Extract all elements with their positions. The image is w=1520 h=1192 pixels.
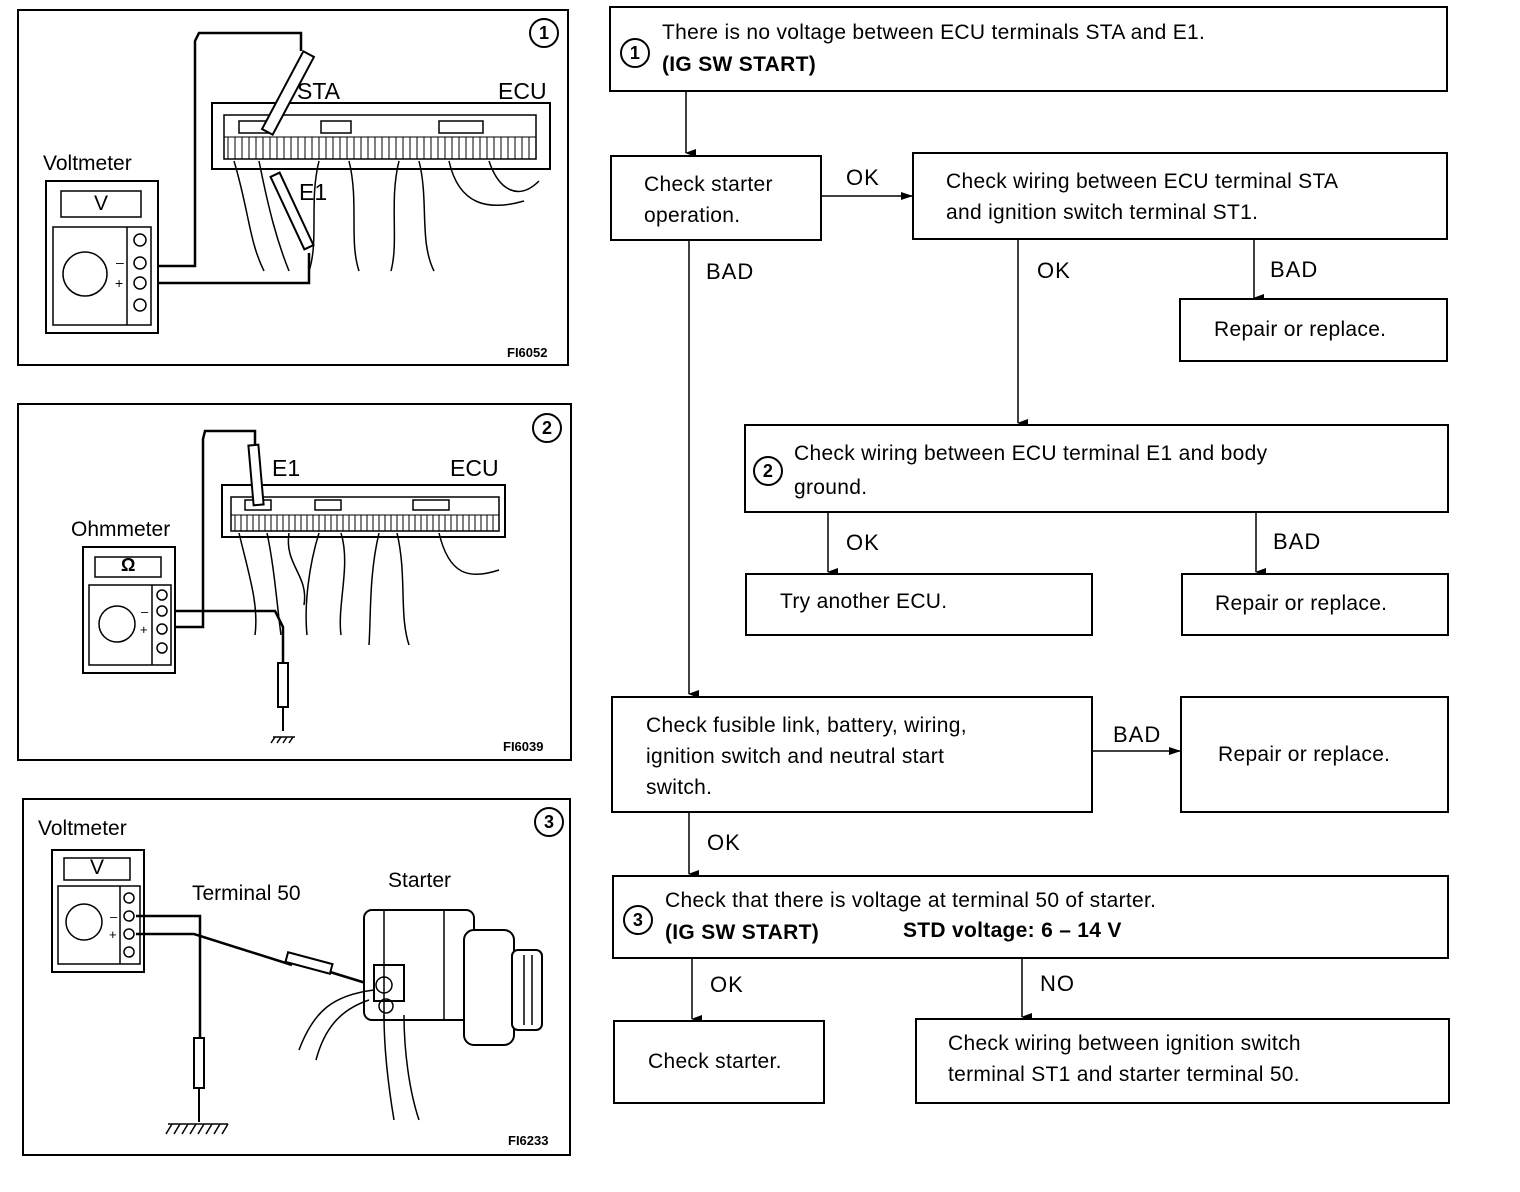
- figure-3-terminal-label: Terminal 50: [192, 882, 301, 905]
- step2-box: 2 Check wiring between ECU terminal E1 a…: [744, 424, 1449, 513]
- label-bad-wiring-sta: BAD: [1270, 257, 1319, 282]
- check-fusible-link-text: Check fusible link, battery, wiring, ign…: [646, 714, 967, 799]
- figure-1-meter-symbol: V: [94, 192, 109, 215]
- figure-1-illustration: – +: [45, 31, 551, 334]
- step1-text: There is no voltage between ECU terminal…: [662, 21, 1206, 44]
- figure-1-panel: – + 1 Voltmeter V STA E1 ECU FI6052: [17, 9, 569, 366]
- figure-3-panel: – +: [22, 798, 571, 1156]
- label-ok-fusible: OK: [707, 830, 741, 855]
- svg-text:+: +: [140, 622, 148, 637]
- step3-condition: (IG SW START): [665, 921, 819, 944]
- label-no-step3: NO: [1040, 971, 1075, 996]
- figure-3-meter-label: Voltmeter: [38, 817, 127, 840]
- figure-1-ecu-label: ECU: [498, 78, 547, 104]
- label-bad-fusible: BAD: [1113, 722, 1162, 747]
- check-starter-box: Check starter.: [613, 1020, 825, 1104]
- figure-3-number: 3: [534, 807, 564, 837]
- svg-text:–: –: [110, 909, 118, 924]
- figure-3-starter-label: Starter: [388, 869, 452, 892]
- check-wiring-sta-text: Check wiring between ECU terminal STA an…: [946, 170, 1339, 224]
- step3-text: Check that there is voltage at terminal …: [665, 889, 1157, 912]
- figure-3-code: FI6233: [508, 1133, 549, 1148]
- figure-2-illustration: – +: [82, 429, 506, 744]
- try-another-ecu-box: Try another ECU.: [745, 573, 1093, 636]
- step1-condition: (IG SW START): [662, 53, 816, 76]
- step1-box: 1 There is no voltage between ECU termin…: [609, 6, 1448, 92]
- check-starter-operation-box: Check starter operation.: [610, 155, 822, 241]
- svg-text:–: –: [141, 604, 149, 619]
- figure-1-meter-label: Voltmeter: [43, 152, 132, 175]
- check-wiring-sta-box: Check wiring between ECU terminal STA an…: [912, 152, 1448, 240]
- check-starter-operation-text: Check starter operation.: [644, 173, 773, 227]
- step2-text: Check wiring between ECU terminal E1 and…: [794, 442, 1268, 499]
- label-ok-step3: OK: [710, 972, 744, 997]
- figure-1-number: 1: [529, 18, 559, 48]
- figure-2-meter-symbol: Ω: [121, 555, 136, 575]
- figure-3-meter-symbol: V: [90, 856, 105, 879]
- repair-text-2: Repair or replace.: [1215, 592, 1388, 615]
- step3-std-voltage: STD voltage: 6 – 14 V: [903, 919, 1122, 942]
- step3-box: 3 Check that there is voltage at termina…: [612, 875, 1449, 959]
- try-another-ecu-text: Try another ECU.: [780, 590, 948, 613]
- repair-text-3: Repair or replace.: [1218, 743, 1391, 766]
- figure-2-ecu-label: ECU: [450, 455, 499, 481]
- repair-text-1: Repair or replace.: [1214, 318, 1387, 341]
- figure-2-number: 2: [532, 413, 562, 443]
- figure-2-terminal-e1: E1: [272, 455, 301, 481]
- figure-3-illustration: – +: [51, 849, 543, 1135]
- svg-text:+: +: [115, 275, 123, 291]
- check-wiring-st1-box: Check wiring between ignition switch ter…: [915, 1018, 1450, 1104]
- figure-2-meter-label: Ohmmeter: [71, 518, 171, 541]
- label-ok-step2: OK: [846, 530, 880, 555]
- label-ok-wiring-sta: OK: [1037, 258, 1071, 283]
- figure-1-terminal-sta: STA: [297, 78, 341, 104]
- repair-box-1: Repair or replace.: [1179, 298, 1448, 362]
- check-starter-text: Check starter.: [648, 1050, 782, 1073]
- figure-2-panel: – + 2 Ohmmeter Ω E1 ECU FI6039: [17, 403, 572, 761]
- step1-number: 1: [620, 38, 650, 68]
- repair-box-3: Repair or replace.: [1180, 696, 1449, 813]
- check-fusible-link-box: Check fusible link, battery, wiring, ign…: [611, 696, 1093, 813]
- figure-2-code: FI6039: [503, 739, 544, 754]
- label-bad-step2: BAD: [1273, 529, 1322, 554]
- label-bad-starter-op: BAD: [706, 259, 755, 284]
- svg-text:–: –: [116, 254, 124, 270]
- repair-box-2: Repair or replace.: [1181, 573, 1449, 636]
- figure-1-code: FI6052: [507, 345, 548, 360]
- svg-text:+: +: [109, 927, 117, 942]
- step3-number: 3: [623, 905, 653, 935]
- step2-number: 2: [753, 456, 783, 486]
- figure-1-terminal-e1: E1: [299, 179, 328, 205]
- label-ok-starter-op: OK: [846, 165, 880, 190]
- check-wiring-st1-text: Check wiring between ignition switch ter…: [948, 1032, 1301, 1086]
